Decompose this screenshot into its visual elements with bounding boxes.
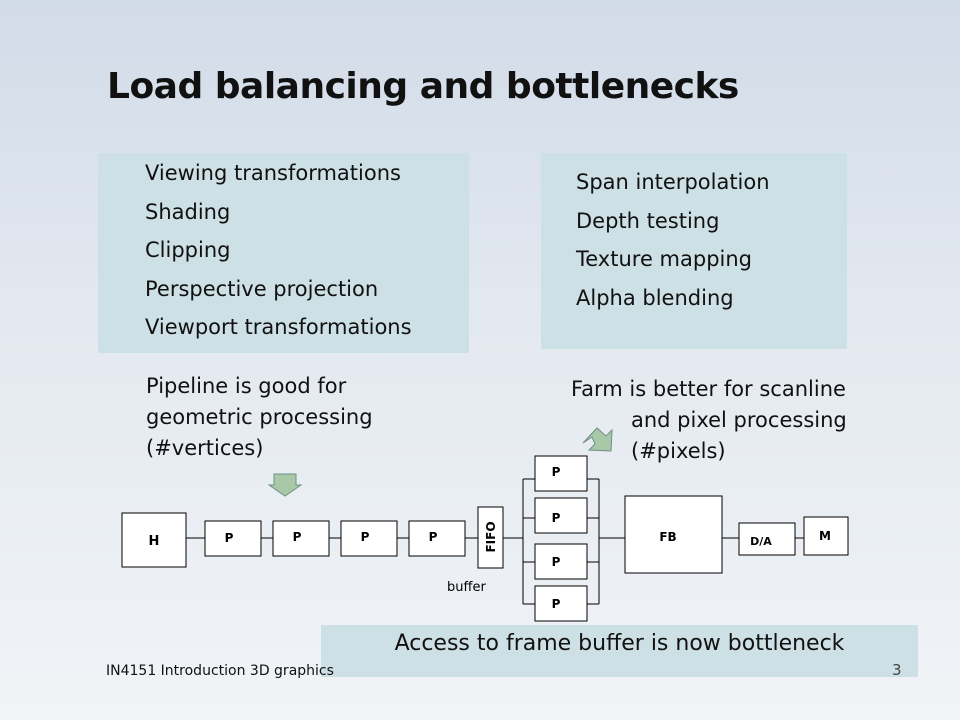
host-box: H <box>121 512 187 568</box>
pipeline-stage: P <box>204 520 262 557</box>
pipeline-stage: P <box>408 520 466 557</box>
list-item: Clipping <box>145 238 231 262</box>
bottleneck-text: Access to frame buffer is now bottleneck <box>394 631 845 656</box>
slide-title: Load balancing and bottlenecks <box>107 66 739 107</box>
stage-label: P <box>293 530 302 544</box>
down-arrow-icon <box>267 473 303 497</box>
farm-note-line: and pixel processing <box>631 408 847 432</box>
stage-label: P <box>552 465 561 479</box>
buffer-label: buffer <box>447 580 486 595</box>
framebuffer-label: FB <box>659 530 676 544</box>
stage-label: P <box>552 555 561 569</box>
diagonal-arrow-icon <box>582 427 613 452</box>
dac-box: D/A <box>738 522 796 556</box>
fifo-label: FIFO <box>484 521 498 552</box>
dac-label: D/A <box>750 535 772 548</box>
pipeline-note-line: Pipeline is good for <box>146 374 347 398</box>
fifo-buffer: FIFO <box>477 506 504 569</box>
geometry-stage-list: Viewing transformations Shading Clipping… <box>145 154 412 347</box>
list-item: Viewing transformations <box>145 161 401 185</box>
list-item: Depth testing <box>576 208 720 233</box>
list-item: Span interpolation <box>576 170 770 194</box>
farm-note: Farm is better for scanline and pixel pr… <box>571 374 847 467</box>
pixel-stage-list: Span interpolation Depth testing Texture… <box>576 163 770 317</box>
pipeline-note: Pipeline is good for geometric processin… <box>146 371 373 464</box>
list-item: Alpha blending <box>576 285 734 310</box>
stage-label: P <box>361 530 370 544</box>
farm-stage: P <box>534 543 588 580</box>
connectors <box>186 478 804 605</box>
monitor-box: M <box>803 516 849 556</box>
pipeline-stage: P <box>272 520 330 557</box>
stage-label: P <box>552 511 561 525</box>
stage-label: P <box>429 530 438 544</box>
stage-label: P <box>225 531 234 545</box>
list-item: Shading <box>145 199 231 224</box>
stage-label: P <box>552 597 561 611</box>
farm-stage: P <box>534 585 588 622</box>
pipeline-note-line: geometric processing <box>146 405 373 429</box>
list-item: Viewport transformations <box>145 315 412 339</box>
geometry-stages-panel: Viewing transformations Shading Clipping… <box>98 153 469 353</box>
pipeline-note-line: (#vertices) <box>146 436 264 460</box>
farm-stage: P <box>534 455 588 492</box>
framebuffer-box: FB <box>624 495 723 574</box>
farm-stage: P <box>534 497 588 534</box>
monitor-label: M <box>819 529 831 543</box>
pipeline-stage: P <box>340 520 398 557</box>
slide-number: 3 <box>892 661 902 679</box>
course-footer: IN4151 Introduction 3D graphics <box>106 663 334 679</box>
list-item: Texture mapping <box>576 247 753 271</box>
list-item: Perspective projection <box>145 276 379 301</box>
farm-note-line: Farm is better for scanline <box>571 377 846 401</box>
bottleneck-banner: Access to frame buffer is now bottleneck <box>321 625 918 677</box>
pixel-stages-panel: Span interpolation Depth testing Texture… <box>541 153 847 349</box>
farm-note-line: (#pixels) <box>631 439 726 463</box>
host-label: H <box>149 534 160 549</box>
